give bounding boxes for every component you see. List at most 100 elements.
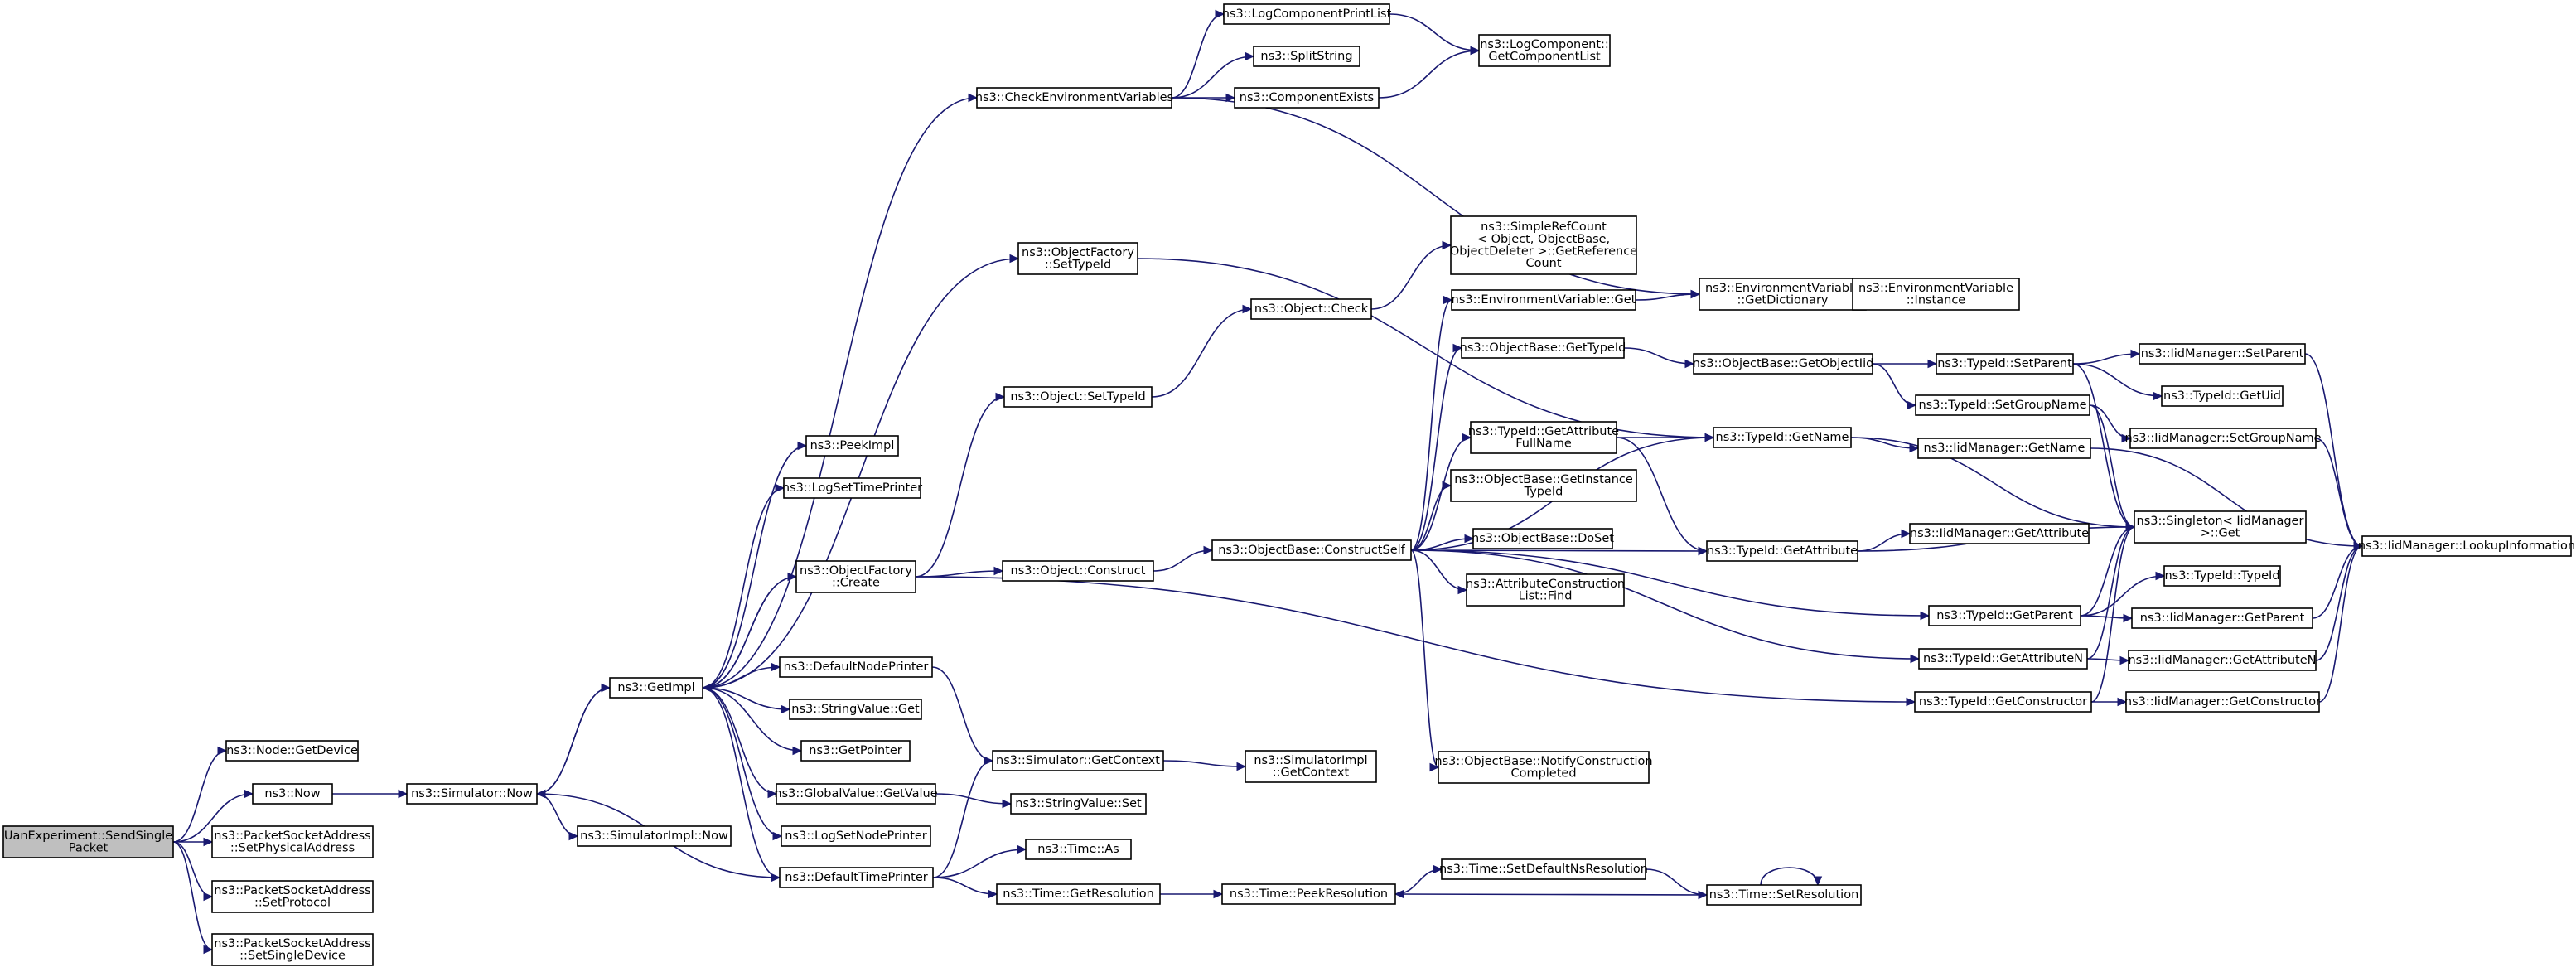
edge-line bbox=[915, 396, 1005, 578]
edge-root-to-psa_setsingle bbox=[172, 841, 214, 955]
node-psa-setproto[interactable]: ns3::PacketSocketAddress::SetProtocol bbox=[211, 880, 374, 913]
node-label-line: ns3::TypeId::GetName bbox=[1716, 431, 1849, 444]
node-label-line: ns3::IidManager::LookupInformation bbox=[2358, 539, 2575, 553]
node-box bbox=[1234, 87, 1380, 109]
node-typeid-setgroup[interactable]: ns3::TypeId::SetGroupName bbox=[1915, 394, 2090, 416]
node-getpointer[interactable]: ns3::GetPointer bbox=[800, 740, 911, 762]
node-typeid-getattribute[interactable]: ns3::TypeId::GetAttribute bbox=[1706, 540, 1858, 562]
node-iid-getparent[interactable]: ns3::IidManager::GetParent bbox=[2131, 607, 2313, 629]
node-label-line: ns3::IidManager::SetGroupName bbox=[2124, 432, 2321, 445]
node-objbase-gettypeid[interactable]: ns3::ObjectBase::GetTypeId bbox=[1460, 337, 1626, 359]
node-sim-now[interactable]: ns3::Simulator::Now bbox=[406, 783, 538, 805]
edge-line bbox=[702, 445, 807, 689]
node-typeid-getconstructor[interactable]: ns3::TypeId::GetConstructor bbox=[1914, 691, 2092, 713]
node-simplerefcount[interactable]: ns3::SimpleRefCount< Object, ObjectBase,… bbox=[1450, 215, 1637, 275]
node-singleton-get[interactable]: ns3::Singleton< IidManager>::Get bbox=[2134, 510, 2307, 544]
node-label-line: ns3::TypeId::GetConstructor bbox=[1919, 695, 2087, 708]
node-objbase-notify[interactable]: ns3::ObjectBase::NotifyConstructionCompl… bbox=[1434, 751, 1653, 784]
node-envvar-instance[interactable]: ns3::EnvironmentVariable::Instance bbox=[1852, 278, 2020, 311]
node-psa-setphys[interactable]: ns3::PacketSocketAddress::SetPhysicalAdd… bbox=[211, 825, 374, 858]
node-time-setdefns[interactable]: ns3::Time::SetDefaultNsResolution bbox=[1439, 858, 1648, 880]
edge-line bbox=[2090, 447, 2363, 547]
arrowhead bbox=[2130, 349, 2141, 359]
node-iid-setparent[interactable]: ns3::IidManager::SetParent bbox=[2139, 343, 2306, 365]
node-objbase-doset[interactable]: ns3::ObjectBase::DoSet bbox=[1472, 528, 1614, 549]
node-iid-getconstructor[interactable]: ns3::IidManager::GetConstructor bbox=[2124, 691, 2321, 713]
node-iid-lookup[interactable]: ns3::IidManager::LookupInformation bbox=[2358, 535, 2575, 557]
node-time-peekres[interactable]: ns3::Time::PeekResolution bbox=[1221, 883, 1396, 905]
node-box bbox=[252, 783, 333, 805]
edge-typeid_setgroup-to-iid_setgroup bbox=[2089, 404, 2132, 443]
node-box bbox=[1003, 386, 1153, 408]
node-typeid-typeid[interactable]: ns3::TypeId::TypeId bbox=[2163, 565, 2281, 587]
edge-line bbox=[932, 849, 1027, 878]
node-envvar-get[interactable]: ns3::EnvironmentVariable::Get bbox=[1451, 289, 1636, 311]
node-box bbox=[2129, 428, 2317, 449]
node-obj-check[interactable]: ns3::Object::Check bbox=[1250, 298, 1372, 320]
node-box bbox=[1909, 523, 2090, 544]
node-logcompprint[interactable]: ns3::LogComponentPrintList bbox=[1222, 3, 1392, 25]
node-obj-construct[interactable]: ns3::Object::Construct bbox=[1002, 560, 1154, 582]
node-objbase-constructself[interactable]: ns3::ObjectBase::ConstructSelf bbox=[1211, 539, 1412, 561]
node-typeid-setparent[interactable]: ns3::TypeId::SetParent bbox=[1936, 353, 2074, 375]
edge-of_create-to-typeid_getconstructor bbox=[915, 576, 1916, 707]
edge-getimpl-to-sim_now bbox=[535, 687, 611, 799]
node-typeid-getparent[interactable]: ns3::TypeId::GetParent bbox=[1928, 605, 2081, 626]
node-splitstring[interactable]: ns3::SplitString bbox=[1253, 46, 1360, 67]
node-label-line: ns3::EnvironmentVariable bbox=[1858, 282, 2013, 295]
node-label-line: ns3::CheckEnvironmentVariables bbox=[975, 91, 1173, 104]
node-psa-setsingle[interactable]: ns3::PacketSocketAddress::SetSingleDevic… bbox=[211, 933, 374, 966]
node-envvar-getdict[interactable]: ns3::EnvironmentVariable::GetDictionary bbox=[1699, 278, 1867, 311]
node-peekimpl[interactable]: ns3::PeekImpl bbox=[805, 435, 899, 457]
node-logcomp-getlist[interactable]: ns3::LogComponent::GetComponentList bbox=[1478, 34, 1611, 67]
node-iid-getattribute[interactable]: ns3::IidManager::GetAttribute bbox=[1909, 523, 2090, 544]
node-obj-settypeid[interactable]: ns3::Object::SetTypeId bbox=[1003, 386, 1153, 408]
node-box bbox=[2139, 343, 2306, 365]
node-of-settypeid[interactable]: ns3::ObjectFactory::SetTypeId bbox=[1017, 242, 1138, 275]
node-objbase-getobjiid[interactable]: ns3::ObjectBase::GetObjectIid bbox=[1693, 353, 1874, 375]
node-sim-getcontext[interactable]: ns3::Simulator::GetContext bbox=[992, 750, 1164, 771]
node-of-create[interactable]: ns3::ObjectFactory::Create bbox=[795, 560, 916, 593]
node-getimpl[interactable]: ns3::GetImpl bbox=[609, 677, 703, 699]
arrowhead bbox=[988, 889, 998, 899]
node-box bbox=[1441, 858, 1646, 880]
node-label-line: ns3::ObjectBase::GetTypeId bbox=[1460, 341, 1626, 355]
arrowhead bbox=[203, 892, 214, 902]
node-box bbox=[1928, 605, 2081, 626]
node-typeid-getuid[interactable]: ns3::TypeId::GetUid bbox=[2161, 385, 2284, 407]
node-box bbox=[1470, 421, 1617, 454]
node-typeid-getname[interactable]: ns3::TypeId::GetName bbox=[1713, 427, 1852, 448]
node-time-as[interactable]: ns3::Time::As bbox=[1025, 839, 1132, 860]
node-iid-getname[interactable]: ns3::IidManager::GetName bbox=[1917, 438, 2091, 459]
node-stringvalue-get[interactable]: ns3::StringValue::Get bbox=[789, 699, 922, 720]
node-now[interactable]: ns3::Now bbox=[252, 783, 333, 805]
node-stringvalue-set[interactable]: ns3::StringValue::Set bbox=[1010, 793, 1147, 815]
node-typeid-getattrN[interactable]: ns3::TypeId::GetAttributeN bbox=[1918, 648, 2088, 670]
node-time-setres[interactable]: ns3::Time::SetResolution bbox=[1706, 884, 1862, 906]
node-iid-getattrN[interactable]: ns3::IidManager::GetAttributeN bbox=[2128, 650, 2317, 671]
edge-line bbox=[2080, 575, 2165, 617]
node-globalvalue-get[interactable]: ns3::GlobalValue::GetValue bbox=[774, 783, 938, 805]
node-compexists[interactable]: ns3::ComponentExists bbox=[1234, 87, 1380, 109]
node-iid-setgroup[interactable]: ns3::IidManager::SetGroupName bbox=[2124, 428, 2322, 449]
edge-line bbox=[1410, 549, 1708, 552]
node-box bbox=[783, 477, 921, 499]
edge-defnodeprinter-to-sim_getcontext bbox=[931, 666, 994, 766]
node-label-line: ns3::Simulator::Now bbox=[411, 787, 533, 800]
node-logsetnode[interactable]: ns3::LogSetNodePrinter bbox=[781, 825, 931, 847]
node-box bbox=[1706, 884, 1862, 906]
node-node-getdevice[interactable]: ns3::Node::GetDevice bbox=[225, 740, 359, 762]
node-box bbox=[1438, 751, 1650, 784]
node-defnodeprinter[interactable]: ns3::DefaultNodePrinter bbox=[779, 656, 933, 678]
node-logsettime[interactable]: ns3::LogSetTimePrinter bbox=[782, 477, 922, 499]
node-box bbox=[776, 783, 936, 805]
node-simimpl-getcontext[interactable]: ns3::SimulatorImpl::GetContext bbox=[1245, 750, 1377, 783]
node-checkenv[interactable]: ns3::CheckEnvironmentVariables bbox=[975, 87, 1173, 109]
node-deftimeprinter[interactable]: ns3::DefaultTimePrinter bbox=[779, 867, 934, 888]
node-simimpl-now[interactable]: ns3::SimulatorImpl::Now bbox=[577, 825, 732, 847]
node-time-getres[interactable]: ns3::Time::GetResolution bbox=[996, 883, 1161, 905]
